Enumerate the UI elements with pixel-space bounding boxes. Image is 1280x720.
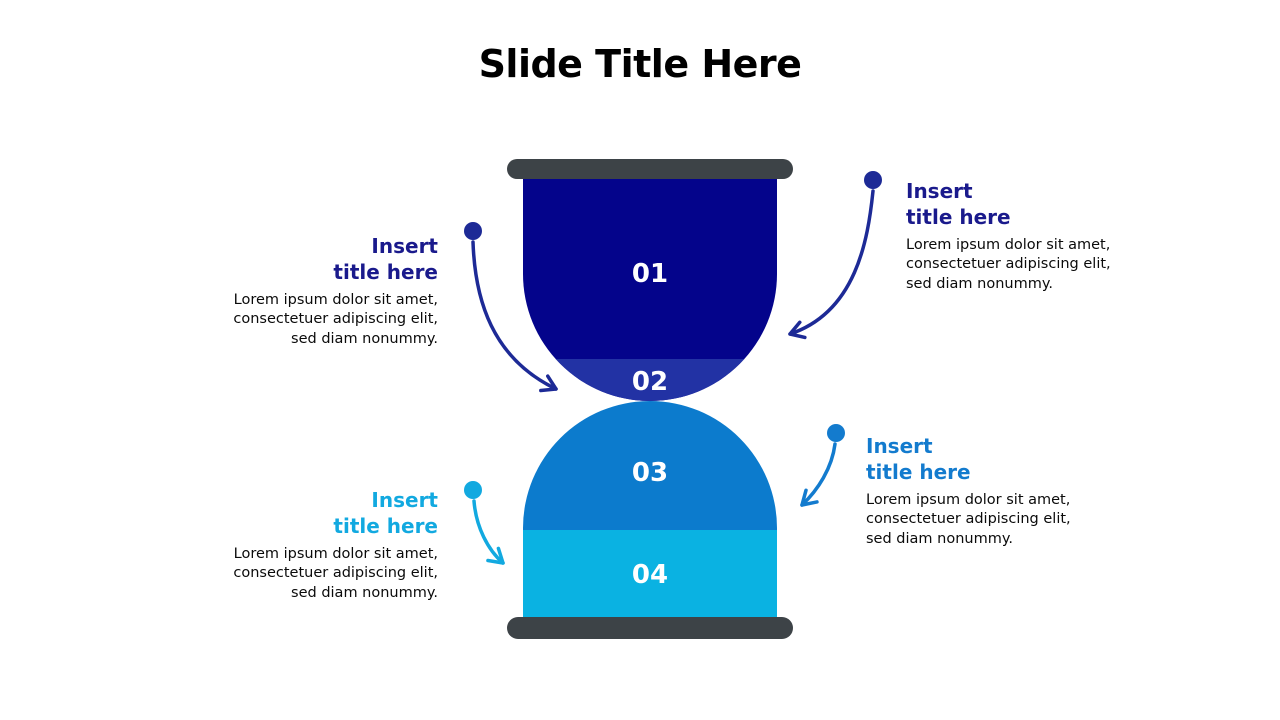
callout-body-line: sed diam nonummy. [291,330,438,347]
callout-body-line: consectetuer adipiscing elit, [233,311,438,328]
callout-body: Lorem ipsum dolor sit amet, consectetuer… [906,236,1150,294]
callout-title-line2: title here [333,514,438,538]
callout-body-line: Lorem ipsum dolor sit amet, [233,546,438,562]
connector-arrow [472,499,505,565]
connector-dot [464,481,482,499]
callout-title-line1: Insert [371,488,438,512]
callout-body-line: consectetuer adipiscing elit, [233,565,438,582]
connector-bottom-left [464,481,505,565]
connector-top-right [788,171,882,340]
hourglass-top-bulb-segment-01 [523,179,777,401]
callout-body-line: Lorem ipsum dolor sit amet, [906,237,1111,253]
callout-title: Insert title here [906,178,1150,230]
callout-top-right: Insert title here Lorem ipsum dolor sit … [906,178,1150,294]
connector-middle-right [800,424,845,507]
callout-middle-left: Insert title here Lorem ipsum dolor sit … [194,233,438,349]
hourglass-segment-04-band [523,530,777,617]
callout-title-line1: Insert [906,179,973,203]
callout-middle-right: Insert title here Lorem ipsum dolor sit … [866,433,1110,549]
segment-01-number: 01 [631,259,669,289]
callout-body-line: consectetuer adipiscing elit, [906,256,1111,273]
callout-body: Lorem ipsum dolor sit amet, consectetuer… [194,545,438,603]
segment-02-number: 02 [631,367,669,397]
segment-04-number: 04 [631,560,669,590]
callout-title-line1: Insert [866,434,933,458]
connector-dot [464,222,482,240]
callout-body-line: sed diam nonummy. [906,275,1053,292]
callout-body: Lorem ipsum dolor sit amet, consectetuer… [866,491,1110,549]
hourglass-top-cap [507,159,793,179]
callout-title: Insert title here [194,233,438,285]
callout-body-line: consectetuer adipiscing elit, [866,511,1071,528]
hourglass-bottom-bulb-segment-03 [523,401,777,617]
callout-body-line: sed diam nonummy. [291,584,438,601]
callout-title-line1: Insert [371,234,438,258]
callout-title: Insert title here [866,433,1110,485]
connector-dot [864,171,882,189]
callout-body: Lorem ipsum dolor sit amet, consectetuer… [194,291,438,349]
callout-title-line2: title here [333,260,438,284]
callout-title-line2: title here [866,460,971,484]
connector-arrow [788,189,875,340]
callout-body-line: Lorem ipsum dolor sit amet, [233,292,438,308]
connector-arrow [800,442,837,507]
segment-03-number: 03 [631,458,669,488]
hourglass-bottom-cap [507,617,793,639]
callout-body-line: sed diam nonummy. [866,530,1013,547]
callout-title-line2: title here [906,205,1011,229]
connector-dot [827,424,845,442]
callout-bottom-left: Insert title here Lorem ipsum dolor sit … [194,487,438,603]
callout-title: Insert title here [194,487,438,539]
slide-title: Slide Title Here [478,42,802,86]
callout-body-line: Lorem ipsum dolor sit amet, [866,492,1071,508]
hourglass-segment-02-band [523,359,777,401]
